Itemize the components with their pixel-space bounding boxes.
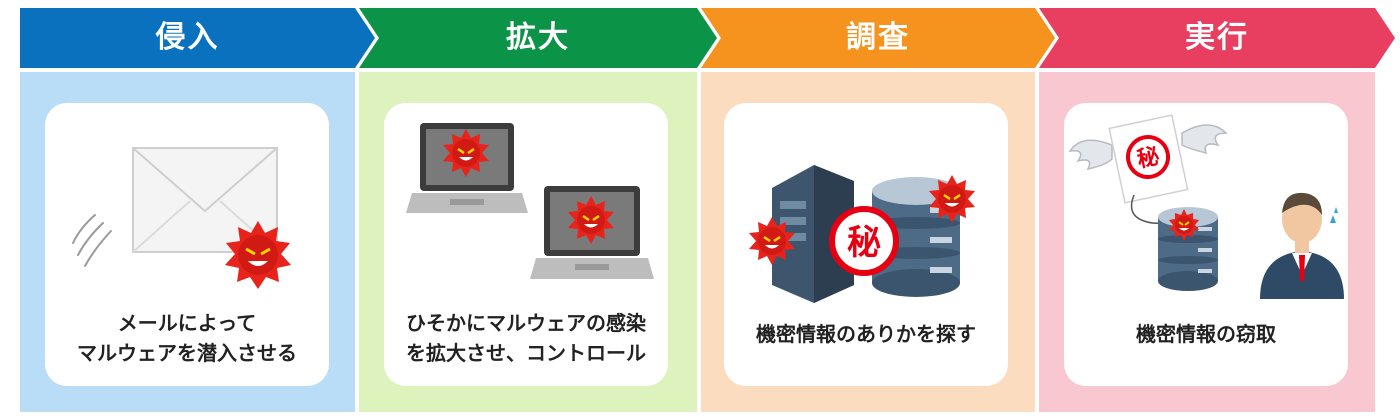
secret-document-icon: 秘 <box>1108 114 1189 204</box>
stage-card-4: 秘 <box>1064 103 1348 386</box>
stage-title-4: 実行 <box>1185 20 1249 55</box>
malware-icon <box>749 217 795 265</box>
stage-caption-2: ひそかにマルウェアの感染 を拡大させ、コントロール <box>384 308 668 368</box>
caption-line: 機密情報のありかを探す <box>756 322 976 346</box>
malware-icon <box>568 196 614 244</box>
stage-title-3: 調査 <box>846 20 910 55</box>
stage-caption-4: 機密情報の窃取 <box>1064 319 1348 349</box>
caption-line: マルウェアを潜入させる <box>77 341 297 365</box>
caption-line: を拡大させ、コントロール <box>406 341 646 365</box>
wings-icon <box>1068 124 1228 171</box>
secret-mark: 秘 <box>1135 143 1162 173</box>
malware-icon <box>225 221 291 289</box>
stage-arrow-1 <box>20 8 375 68</box>
person-icon <box>1260 192 1344 299</box>
stage-caption-1: メールによって マルウェアを潜入させる <box>45 308 329 368</box>
stage-card-1: メールによって マルウェアを潜入させる <box>45 103 329 386</box>
stage-arrow-2 <box>359 8 717 68</box>
caption-line: 機密情報の窃取 <box>1136 322 1276 346</box>
stage-card-2: ひそかにマルウェアの感染 を拡大させ、コントロール <box>384 103 668 386</box>
caption-line: メールによって <box>117 311 257 335</box>
motion-lines-icon <box>72 214 112 267</box>
malware-icon <box>1169 209 1199 241</box>
stage-title-2: 拡大 <box>506 20 570 55</box>
secret-mark: 秘 <box>847 223 881 263</box>
stage-arrow-4 <box>1039 8 1395 68</box>
stage-arrows <box>20 8 1395 68</box>
malware-icon <box>443 129 489 177</box>
stage-arrow-3 <box>701 8 1055 68</box>
stage-caption-3: 機密情報のありかを探す <box>724 319 1008 349</box>
caption-line: ひそかにマルウェアの感染 <box>406 311 646 335</box>
secret-stamp-icon: 秘 <box>829 206 899 276</box>
stage-title-1: 侵入 <box>155 20 220 55</box>
malware-icon <box>929 175 975 223</box>
stage-card-3: 秘 機密情報のありかを探す <box>724 103 1008 386</box>
